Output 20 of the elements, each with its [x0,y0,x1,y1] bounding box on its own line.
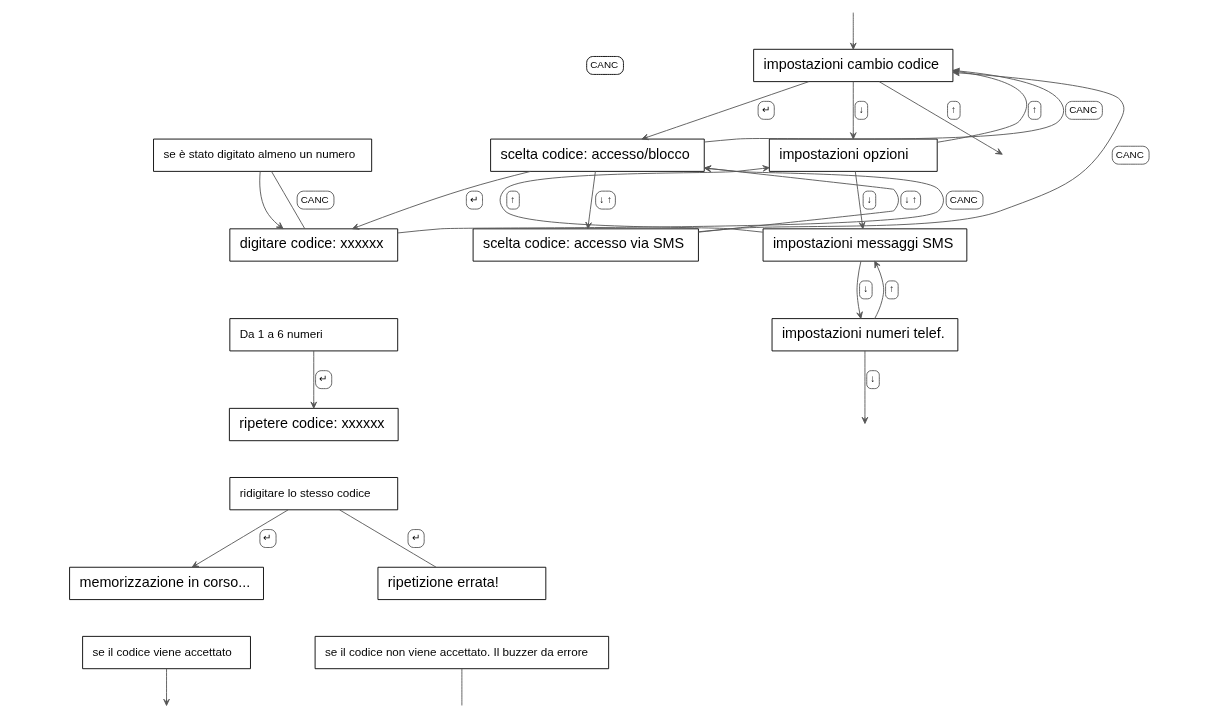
edge-label: ↑ [510,193,516,205]
edge-label: CANC [1115,148,1144,160]
edge-label: ↓ [858,103,864,115]
edge-label: ↵ [761,103,770,115]
edge-label: ↵ [469,193,478,205]
edge-label: CANC [949,193,978,205]
edge-label: ↓ [863,283,869,295]
edge-label: CANC [300,193,329,205]
edge-label: ↑ [889,283,895,295]
edge-label: ↑ [951,103,957,115]
edge-label: ↓ [866,193,872,205]
edge-label: CANC [1069,103,1098,115]
edge-label: ↵ [319,373,328,385]
edge-label: ↓ ↑ [904,193,918,205]
edge-label: ↑ [1031,103,1037,115]
edge-label: ↵ [263,532,272,544]
edge-label: ↓ [870,373,876,385]
edge-label: ↓ ↑ [599,193,612,205]
label: CANC [590,58,619,70]
edge-label: ↵ [411,532,420,544]
